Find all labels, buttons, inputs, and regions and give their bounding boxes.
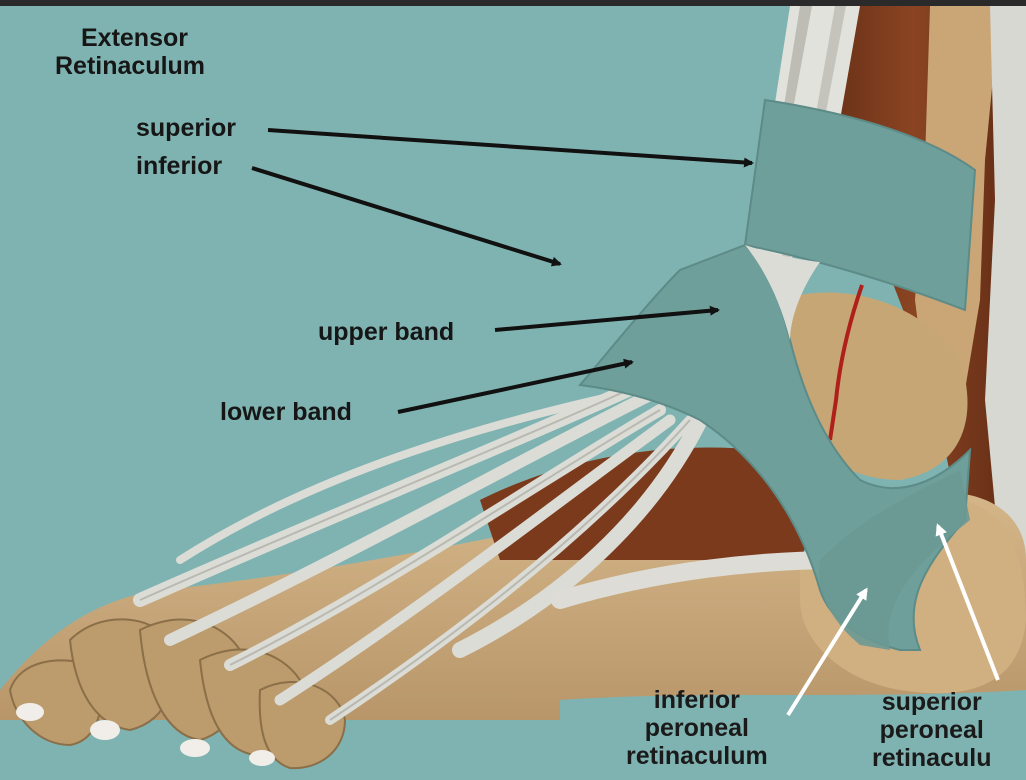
label-superior-peroneal-retinaculum: superior peroneal retinaculu (872, 688, 991, 772)
superior-peroneal-line-2: peroneal (879, 716, 984, 744)
arrow-superior (267, 128, 754, 168)
label-lower-band: lower band (220, 398, 352, 426)
superior-extensor-retinaculum (743, 98, 977, 312)
heading-extensor-retinaculum: Extensor Retinaculum (55, 24, 205, 80)
label-inferior: inferior (136, 152, 223, 180)
arrow-inferior (251, 166, 562, 267)
inferior-peroneal-line-1: inferior (653, 686, 740, 714)
label-superior: superior (136, 114, 237, 142)
inferior-peroneal-line-3: retinaculum (626, 742, 768, 770)
top-bar (0, 0, 1026, 6)
label-upper-band: upper band (318, 318, 455, 346)
arrow-lower-band (397, 358, 634, 414)
arrow-superior-peroneal (935, 523, 1000, 681)
fibula-tendons (985, 6, 1026, 560)
artery (828, 284, 864, 441)
heading-line-2: Retinaculum (55, 52, 206, 80)
peroneus-tendon (551, 551, 849, 609)
label-inferior-peroneal-retinaculum: inferior peroneal retinaculum (626, 686, 768, 770)
toenails (16, 703, 275, 766)
superior-peroneal-line-3: retinaculu (872, 744, 992, 772)
heading-line-1: Extensor (81, 24, 188, 52)
superior-peroneal-line-1: superior (881, 688, 982, 716)
inferior-peroneal-line-2: peroneal (644, 714, 749, 742)
heel-floor (560, 690, 1026, 780)
arrow-upper-band (494, 305, 720, 332)
arrow-inferior-peroneal (786, 587, 868, 717)
toes (8, 618, 347, 770)
retinaculum-window (745, 245, 820, 340)
